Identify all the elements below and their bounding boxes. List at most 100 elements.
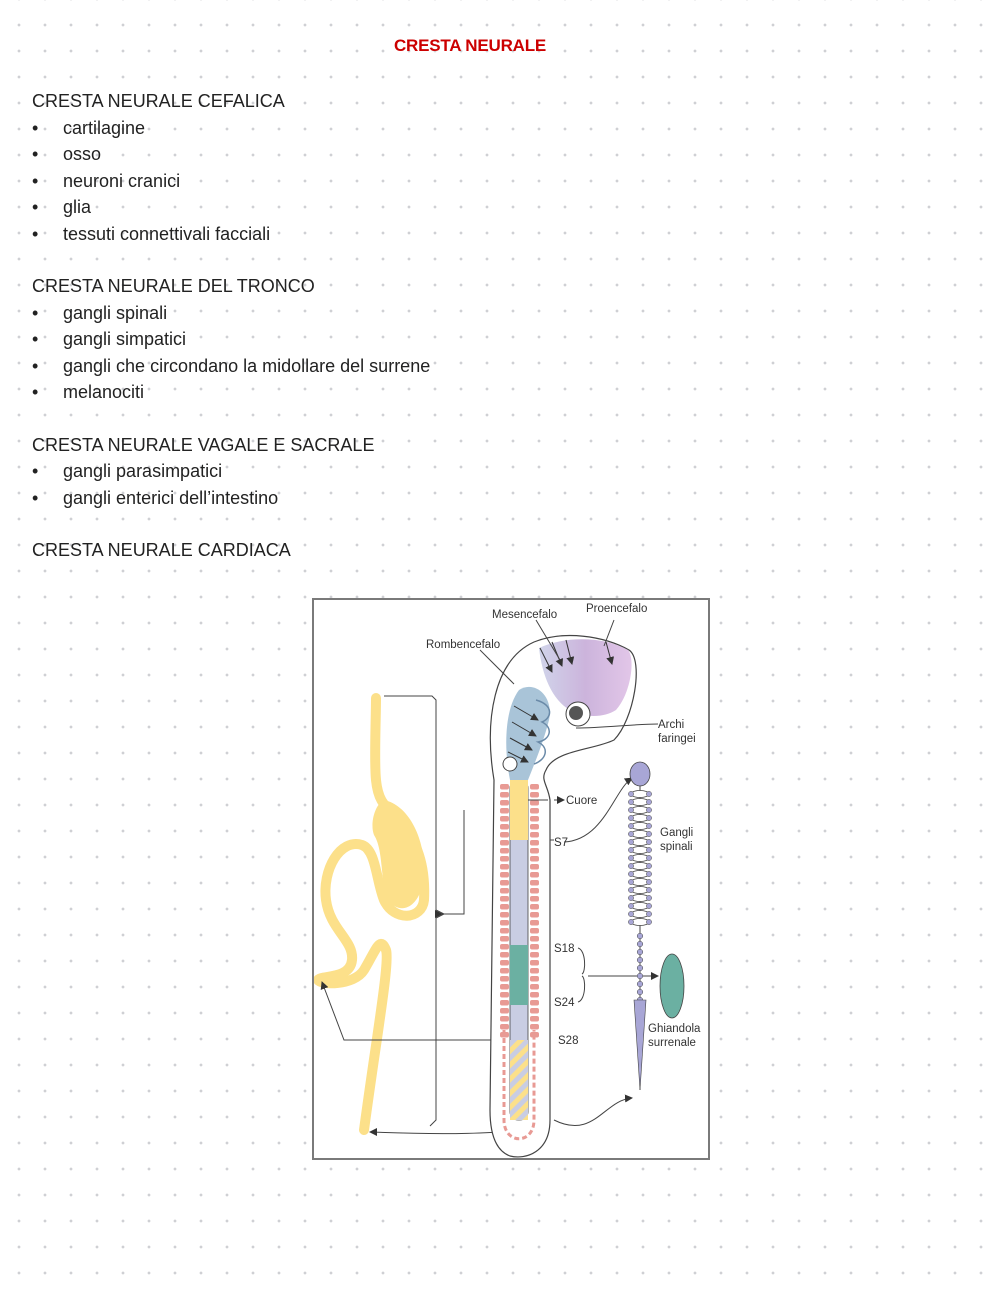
ganglion-node [628,871,634,877]
bullet-list: gangli parasimpatici gangli enterici del… [32,458,732,511]
ganglion-node [646,863,652,869]
list-item: melanociti [32,379,732,406]
somite-block [530,856,539,862]
ganglion-node [628,911,634,917]
arrow-line [320,981,494,1041]
ganglion-node [636,980,644,988]
ganglion-node [636,948,644,956]
ganglion-node [628,839,634,845]
somite-block [500,984,509,990]
pharyngeal-arches [533,699,551,765]
ganglion-node [646,831,652,837]
somite-block [500,856,509,862]
somite-block [500,816,509,822]
tail-somites [502,1030,536,1141]
ganglion-node [628,919,634,925]
somites-right [530,784,539,1038]
somite-block [530,928,539,934]
somite-block [530,848,539,854]
somite-block [500,1008,509,1014]
ganglion-oval [629,761,651,787]
ganglion-node [636,972,644,980]
ganglion-node [646,855,652,861]
label-s28: S28 [558,1035,578,1047]
ganglion-node [646,807,652,813]
label-cuore: Cuore [566,795,597,807]
somite-block [530,808,539,814]
section-vagale-sacrale: CRESTA NEURALE VAGALE E SACRALE gangli p… [32,432,732,512]
somite-block [530,784,539,790]
somite-block [500,920,509,926]
ganglion-node [636,956,644,964]
somite-block [500,864,509,870]
section-tronco: CRESTA NEURALE DEL TRONCO gangli spinali… [32,273,732,406]
somite-block [530,872,539,878]
somite-block [530,1032,539,1038]
otic-vesicle [502,756,518,772]
somite-block [500,888,509,894]
sacral-crest-region [510,1040,528,1120]
somite-block [500,992,509,998]
section-cefalica: CRESTA NEURALE CEFALICA cartilagine osso… [32,88,732,247]
somite-block [530,968,539,974]
adrenal-gland-shape [659,953,685,1019]
ganglion-node [628,879,634,885]
somite-block [500,960,509,966]
list-item: gangli enterici dell’intestino [32,485,732,512]
ganglion-node [628,895,634,901]
label-faringei: faringei [658,733,696,745]
somite-block [500,1032,509,1038]
bullet-list: cartilagine osso neuroni cranici glia te… [32,115,732,248]
migration-arrows [507,639,615,763]
somite-block [500,1016,509,1022]
somite-block [530,936,539,942]
label-proencefalo: Proencefalo [586,603,647,615]
somite-block [500,800,509,806]
somite-block [530,960,539,966]
label-rombencefalo: Rombencefalo [426,639,500,651]
somite-block [530,1008,539,1014]
label-archi: Archi [658,719,684,731]
ganglion-node [646,919,652,925]
notes-content: CRESTA NEURALE CEFALICA cartilagine osso… [32,88,732,590]
gut-tube-line [314,693,430,1135]
somite-block [530,896,539,902]
ganglia-chain [628,761,652,1091]
ganglia-tail [633,999,647,1091]
eye-lens [569,706,583,720]
somite-block [500,784,509,790]
ganglion-node [628,799,634,805]
label-pointers [479,619,659,1003]
somite-block [500,872,509,878]
somite-block [500,976,509,982]
embryo-shape [489,634,637,1158]
somite-block [530,1000,539,1006]
ganglion-node [646,879,652,885]
somite-block [500,824,509,830]
somite-block [530,840,539,846]
somite-block [530,944,539,950]
somite-block [530,824,539,830]
ganglion-node [628,887,634,893]
section-heading: CRESTA NEURALE CARDIACA [32,540,291,560]
bullet-list: gangli spinali gangli simpatici gangli c… [32,300,732,406]
somite-block [530,920,539,926]
somite-block [500,1000,509,1006]
somite-block [530,904,539,910]
ganglion-node [646,839,652,845]
somite-block [500,832,509,838]
section-heading: CRESTA NEURALE VAGALE E SACRALE [32,434,375,455]
label-s7: S7 [554,837,568,849]
somite-block [530,880,539,886]
ganglion-node [628,815,634,821]
list-item: gangli spinali [32,300,732,327]
somite-block [500,880,509,886]
ganglion-node [628,855,634,861]
ganglion-node [628,847,634,853]
somite-block [500,904,509,910]
somite-block [500,944,509,950]
somite-block [500,928,509,934]
ganglion-node [646,791,652,797]
ganglion-node [646,871,652,877]
section-heading: CRESTA NEURALE CEFALICA [32,91,285,111]
